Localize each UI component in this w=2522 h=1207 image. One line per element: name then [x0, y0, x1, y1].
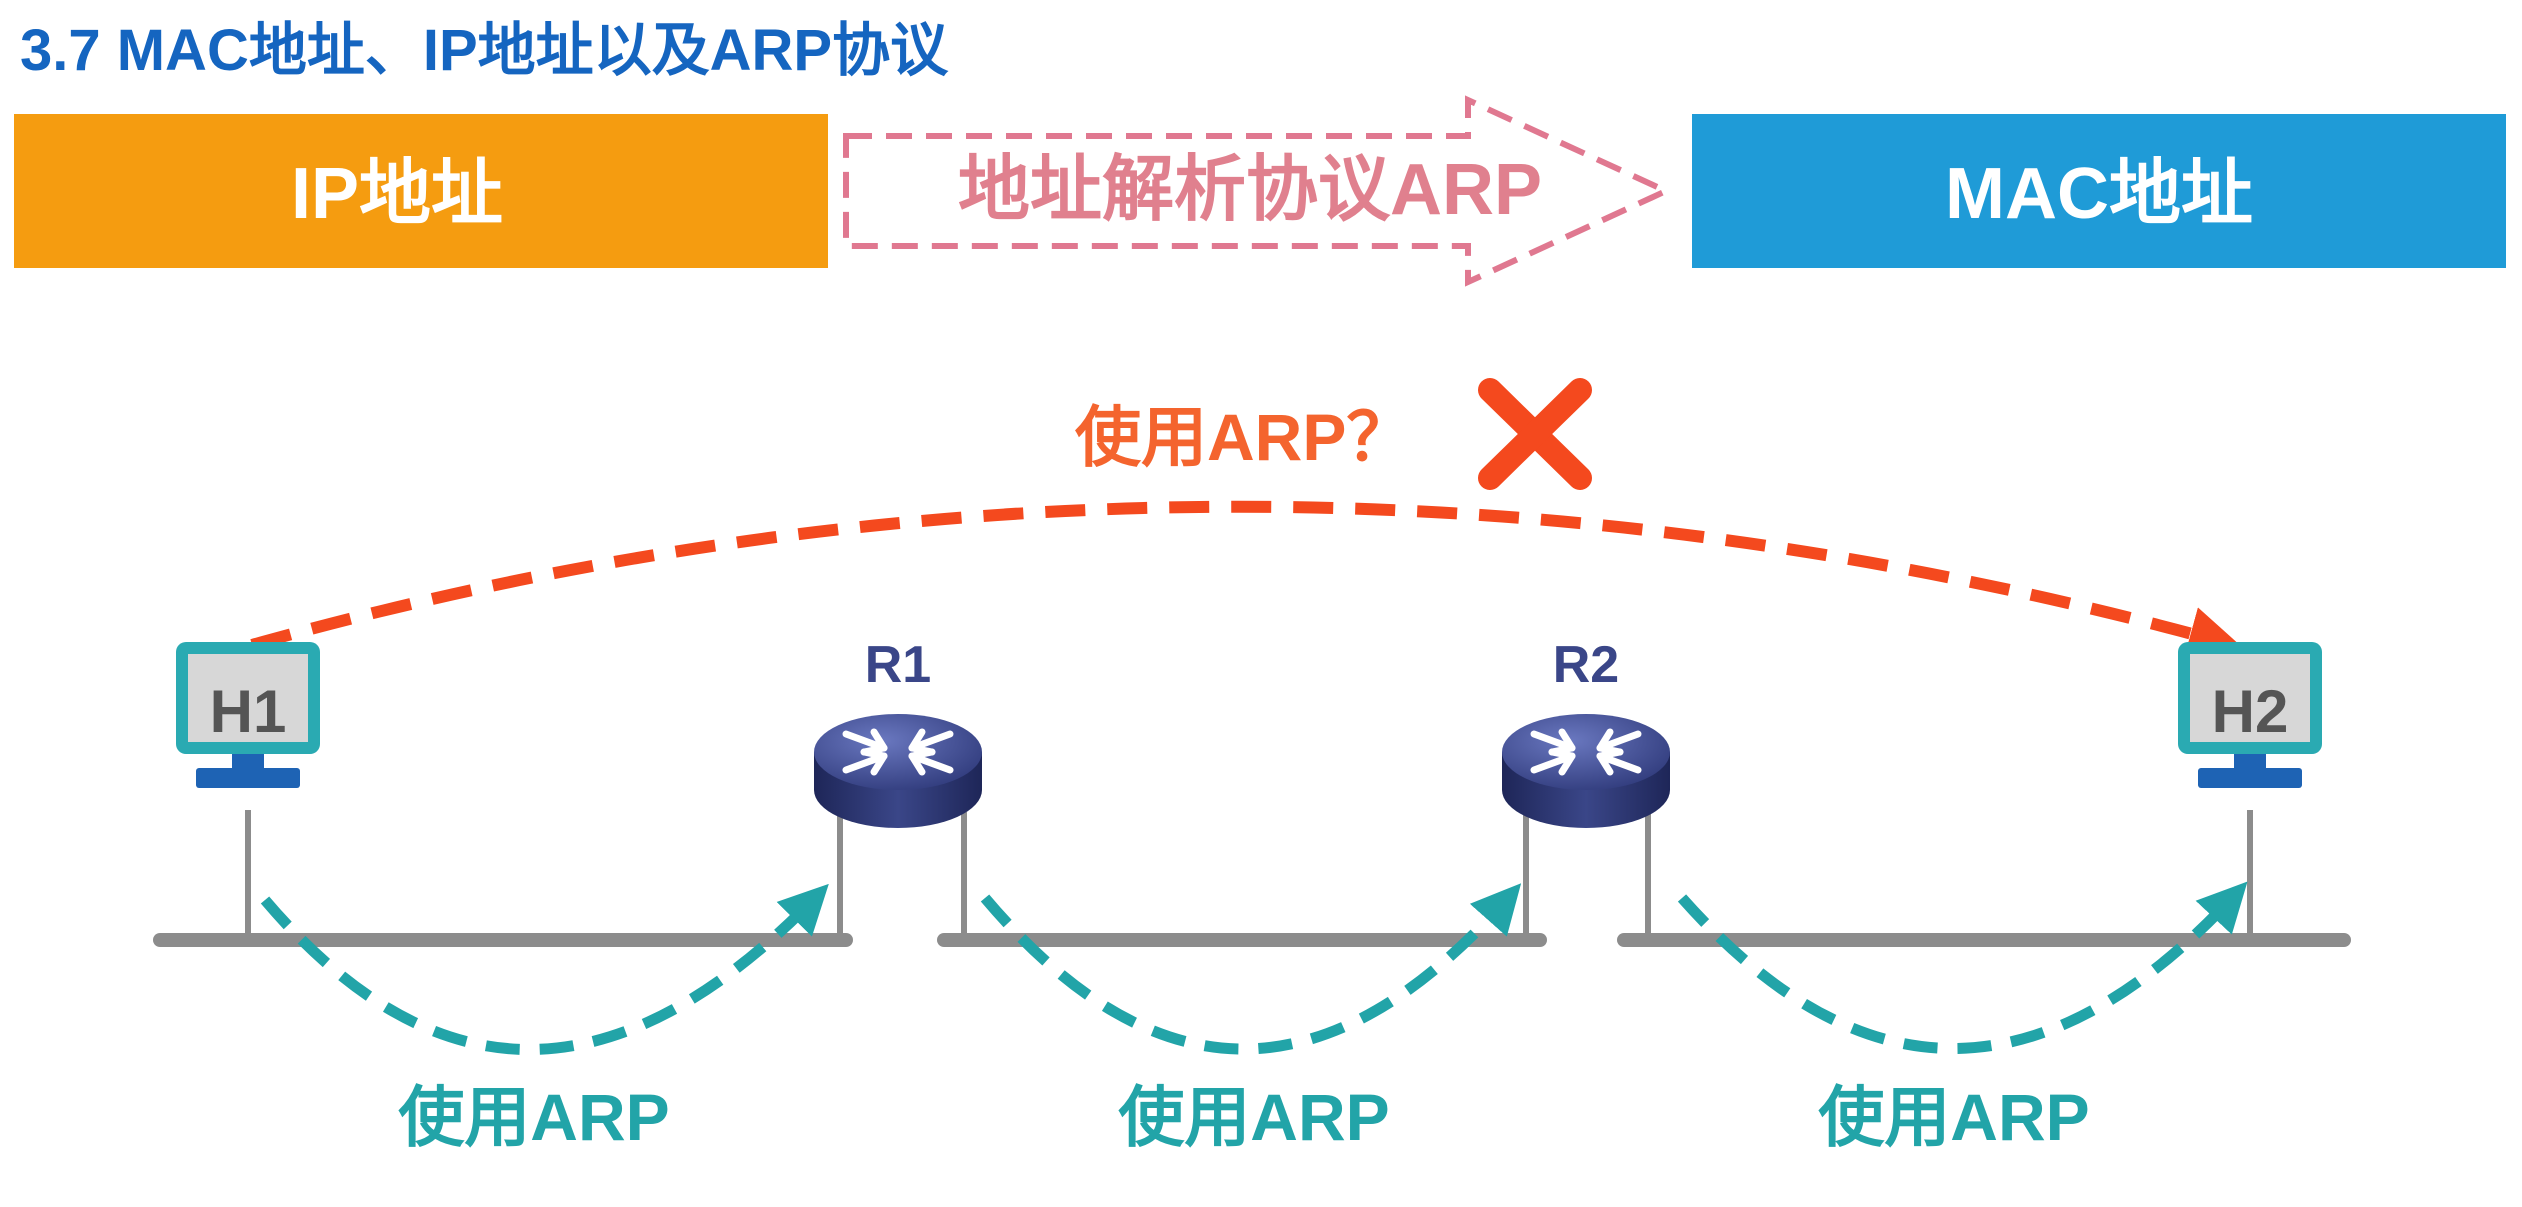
router-r1-label: R1	[865, 636, 931, 694]
hop-label-1: 使用ARP	[398, 1080, 669, 1154]
page-title: 3.7 MAC地址、IP地址以及ARP协议	[20, 18, 949, 83]
drop-lines	[245, 810, 2253, 934]
host-h2: H2	[2178, 642, 2322, 788]
end-to-end-arc	[250, 500, 2243, 660]
hop-arc-3	[1677, 881, 2248, 1054]
cross-icon	[1478, 378, 1592, 490]
ip-address-label: IP地址	[291, 154, 503, 234]
host-h1: H1	[176, 642, 320, 788]
hop-arc-2	[980, 883, 1522, 1055]
host-h1-label: H1	[210, 678, 287, 745]
router-r2	[1502, 714, 1670, 828]
mac-address-box: MAC地址	[1692, 114, 2506, 268]
router-r2-label: R2	[1553, 636, 1619, 694]
router-icon	[814, 714, 982, 828]
arp-arrow-label: 地址解析协议ARP	[958, 150, 1542, 230]
use-arp-question: 使用ARP？	[1075, 400, 1412, 474]
router-r1	[814, 714, 982, 828]
arp-resolution-arrow: 地址解析协议ARP	[843, 95, 1674, 287]
host-h2-label: H2	[2212, 678, 2289, 745]
hop-arc-1	[260, 883, 829, 1055]
router-icon	[1502, 714, 1670, 828]
mac-address-label: MAC地址	[1945, 154, 2253, 234]
hop-label-2: 使用ARP	[1118, 1080, 1389, 1154]
hop-label-3: 使用ARP	[1818, 1080, 2089, 1154]
ip-address-box: IP地址	[14, 114, 828, 268]
